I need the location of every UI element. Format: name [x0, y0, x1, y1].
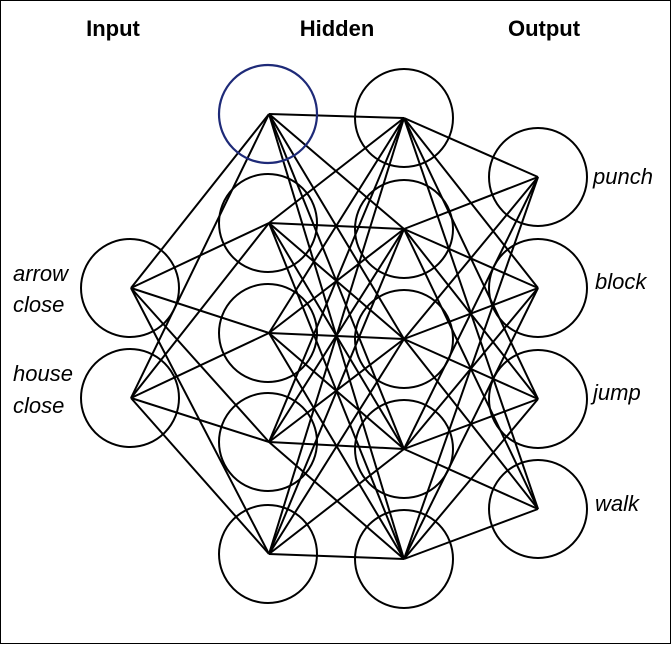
edge-hidden1-2-to-hidden2-1 [268, 117, 405, 224]
output-node-2 [488, 238, 588, 338]
input-node-1 [80, 238, 180, 338]
hidden2-node-5 [354, 509, 454, 609]
edge-hidden2-5-to-output-2 [403, 287, 539, 560]
edge-hidden1-5-to-hidden2-3 [268, 338, 405, 555]
output-node-1-label: punch [592, 164, 653, 189]
input-node-2 [80, 348, 180, 448]
hidden1-node-1 [217, 63, 319, 165]
edge-input-2-to-hidden1-2 [130, 222, 270, 399]
hidden1-node-2 [218, 173, 318, 273]
input-node-1-label-line-2: close [13, 292, 64, 317]
edge-hidden2-1-to-output-1 [403, 117, 539, 178]
edge-hidden1-5-to-hidden2-2 [268, 228, 405, 555]
output-node-4-label: walk [595, 491, 640, 516]
edge-hidden1-3-to-hidden2-1 [268, 117, 405, 334]
output-node-3-label: jump [590, 380, 641, 405]
edge-hidden2-5-to-output-1 [403, 176, 539, 560]
input-node-1-label-line-1: arrow [13, 261, 70, 286]
edge-input-2-to-hidden1-1 [130, 113, 270, 399]
edge-input-2-to-hidden1-3 [130, 332, 270, 399]
input-layer-title: Input [86, 16, 140, 41]
edge-hidden1-5-to-hidden2-1 [268, 117, 405, 555]
hidden2-node-1 [354, 68, 454, 168]
input-node-2-label-line-1: house [13, 361, 73, 386]
hidden-layer-title: Hidden [300, 16, 375, 41]
hidden2-node-3 [354, 289, 454, 389]
nodes-group [80, 63, 588, 609]
edges-group [130, 113, 539, 560]
hidden2-node-2 [354, 179, 454, 279]
output-node-4 [488, 459, 588, 559]
input-node-2-label-line-2: close [13, 393, 64, 418]
edge-hidden2-4-to-output-1 [403, 176, 539, 450]
output-node-3 [488, 349, 588, 449]
edge-input-1-to-hidden1-1 [130, 113, 270, 289]
edge-hidden1-1-to-hidden2-1 [268, 113, 405, 119]
edge-hidden2-5-to-output-4 [403, 508, 539, 560]
edge-hidden2-2-to-output-1 [403, 176, 539, 230]
edge-hidden2-3-to-output-1 [403, 176, 539, 340]
hidden1-node-4 [218, 392, 318, 492]
edge-hidden1-4-to-hidden2-1 [268, 117, 405, 443]
hidden1-node-3 [218, 283, 318, 383]
edge-hidden1-5-to-hidden2-5 [268, 553, 405, 560]
output-node-2-label: block [595, 269, 647, 294]
edge-hidden2-5-to-output-3 [403, 398, 539, 560]
output-layer-title: Output [508, 16, 581, 41]
output-node-1 [488, 127, 588, 227]
edge-input-2-to-hidden1-5 [130, 397, 270, 555]
edge-hidden1-5-to-hidden2-4 [268, 448, 405, 555]
hidden2-node-4 [354, 399, 454, 499]
edge-input-2-to-hidden1-4 [130, 397, 270, 443]
hidden1-node-5 [218, 504, 318, 604]
